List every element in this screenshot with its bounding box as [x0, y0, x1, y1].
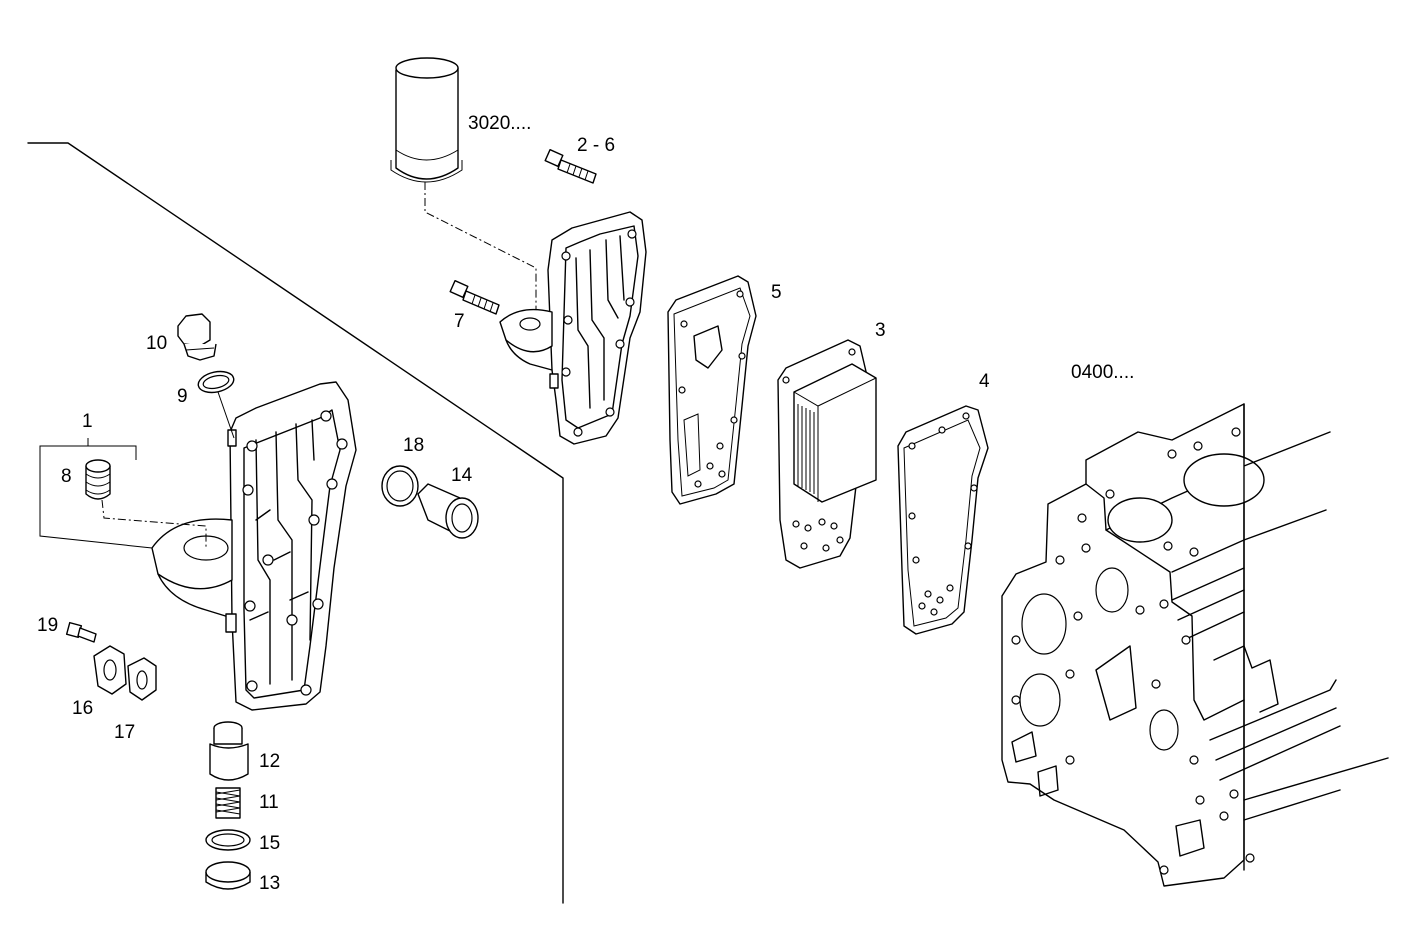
gasket-17[interactable]	[127, 657, 157, 701]
gasket-5[interactable]	[667, 275, 757, 505]
valve-12[interactable]	[209, 721, 249, 781]
spring-11[interactable]	[215, 787, 241, 819]
label-3: 3	[875, 320, 886, 341]
oil-filter-cartridge[interactable]	[390, 57, 463, 183]
oil-cooler-3[interactable]	[777, 339, 877, 569]
ring-15[interactable]	[205, 829, 251, 851]
label-17: 17	[114, 722, 135, 743]
section-divider-line	[27, 142, 564, 904]
label-18: 18	[403, 435, 424, 456]
insert-8[interactable]	[85, 459, 111, 500]
label-9: 9	[177, 386, 188, 407]
bolt-7[interactable]	[449, 279, 500, 315]
upper-filter-support-housing[interactable]	[499, 211, 647, 445]
sleeve-14[interactable]	[417, 483, 479, 539]
label-8: 8	[61, 466, 72, 487]
item-1-bracket	[39, 445, 137, 462]
label-14: 14	[451, 465, 473, 486]
plate-16[interactable]	[93, 645, 127, 695]
label-2-6: 2 - 6	[577, 135, 615, 156]
item-1-leader	[39, 446, 153, 549]
engine-block[interactable]	[1001, 403, 1389, 887]
label-11: 11	[259, 792, 279, 813]
label-16: 16	[72, 698, 93, 719]
o-ring-18[interactable]	[381, 465, 419, 507]
label-4: 4	[979, 371, 990, 392]
label-7: 7	[454, 311, 465, 332]
label-1: 1	[82, 411, 93, 432]
label-5: 5	[771, 282, 782, 303]
o-ring-9[interactable]	[196, 368, 235, 395]
item-8-leader	[101, 499, 207, 548]
label-12: 12	[259, 751, 280, 772]
filter-leader-line	[424, 182, 537, 318]
item-9-leader	[217, 391, 235, 439]
screw-19[interactable]	[65, 621, 97, 643]
label-3020: 3020....	[468, 113, 531, 134]
label-15: 15	[259, 833, 280, 854]
cap-13[interactable]	[205, 861, 251, 890]
gasket-4[interactable]	[897, 405, 989, 635]
label-0400: 0400....	[1071, 362, 1134, 383]
plug-10[interactable]	[177, 313, 217, 361]
lower-filter-support-housing[interactable]	[151, 381, 357, 711]
label-19: 19	[37, 615, 58, 636]
label-10: 10	[146, 333, 167, 354]
label-13: 13	[259, 873, 280, 894]
bolt-2-6[interactable]	[544, 148, 597, 184]
